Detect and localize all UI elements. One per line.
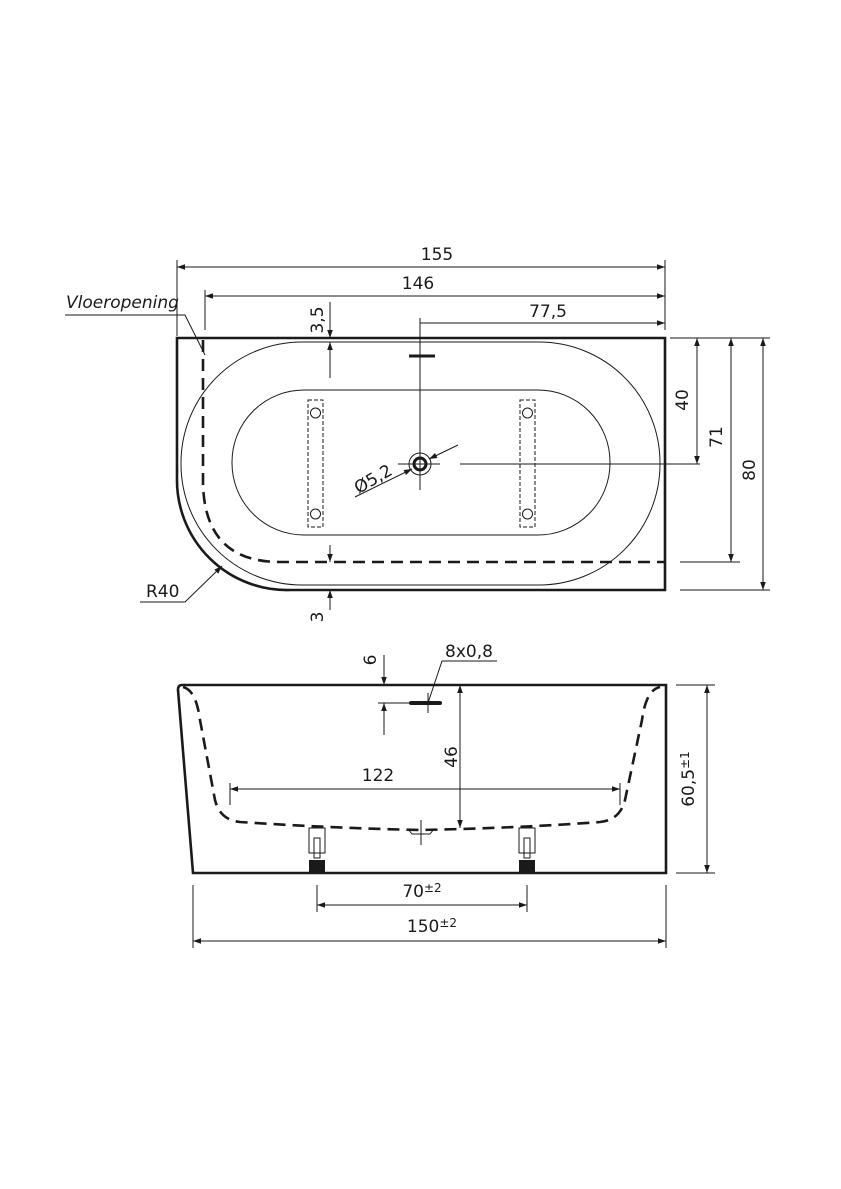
foot-right	[518, 827, 536, 873]
dim-155: 155	[421, 245, 453, 265]
foot-left	[308, 827, 326, 873]
inner-basin-oval	[231, 389, 611, 536]
dim-122: 122	[362, 766, 394, 786]
dim-3-5: 3,5	[308, 306, 328, 333]
dim-8x0-8: 8x0,8	[445, 642, 493, 662]
dim-6: 6	[361, 655, 381, 666]
dim-feet-spacing: 70±2	[402, 881, 441, 902]
drain	[398, 318, 700, 490]
dim-80: 80	[740, 459, 760, 481]
dim-drain-diameter: Ø5,2	[351, 461, 396, 499]
dim-height: 60,5±1	[678, 751, 699, 807]
radius-label: R40	[146, 582, 179, 602]
dim-40: 40	[673, 389, 693, 411]
tub-outline-side	[176, 683, 668, 875]
support-slot-left	[307, 399, 324, 528]
top-view: 155 146 77,5 3,5 3 40 71 80 Ø5,2 Vloerop…	[65, 245, 770, 622]
floor-opening-label: Vloeropening	[66, 293, 179, 313]
tub-outline-top	[175, 336, 667, 592]
dim-3: 3	[308, 612, 328, 623]
dim-77-5: 77,5	[529, 302, 567, 322]
dim-71: 71	[707, 426, 727, 448]
floor-opening-dashed	[201, 340, 665, 564]
inner-basin-dashed	[182, 685, 661, 832]
side-view: 6 8x0,8 46 122 60,5±1 70±2 150±2	[176, 642, 715, 948]
dim-146: 146	[402, 274, 434, 294]
dim-base-length: 150±2	[407, 916, 457, 937]
dim-46: 46	[442, 746, 462, 768]
